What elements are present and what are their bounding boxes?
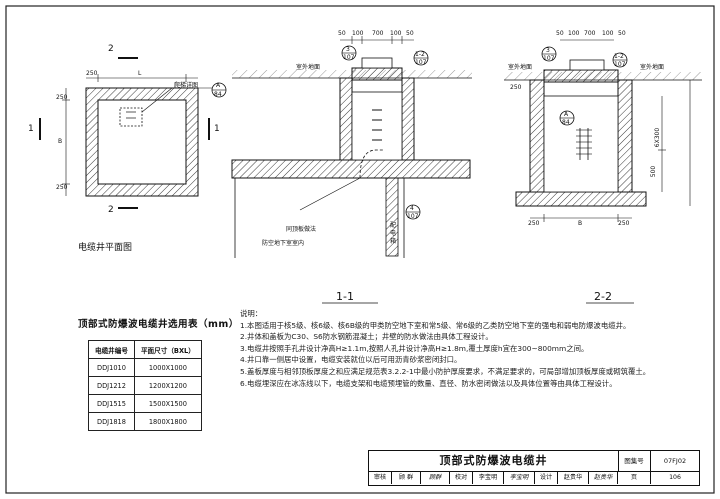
s1-dim-3: 100	[390, 30, 402, 37]
s1-dim-4: 50	[406, 30, 414, 37]
plan-detail-ref-page: 84	[214, 91, 222, 98]
notes-heading: 说明：	[240, 309, 263, 318]
table-cell: 1800X1800	[133, 412, 202, 431]
plan-dim-250-top: 250	[56, 94, 68, 101]
title-block: 顶部式防爆波电缆井 图集号 07FJ02 审核 顾 群 顾群 校对 李宝明 李宝…	[368, 450, 700, 486]
plan-detail-ref-num: A	[216, 82, 221, 89]
s2-dim-bottom-250a: 250	[528, 220, 540, 227]
plan-view	[39, 57, 227, 209]
s2-ground-right: 室外地面	[640, 64, 665, 71]
table-row: DDJ1212 1200X1200	[88, 376, 202, 395]
s2-ref3-page: 107	[543, 55, 555, 62]
design-notes: 说明： 1.本图适用于核5级、核6级、核6B级的甲类防空地下室和常5级、常6级的…	[240, 308, 705, 389]
page-number: 106	[669, 474, 681, 481]
s1-ref4-page: 107	[407, 213, 419, 220]
signature: 赵贵华	[589, 471, 618, 484]
table-cell: 1200X1200	[133, 376, 202, 395]
table-header-cell: 电缆井编号	[88, 340, 135, 359]
s1-ref3-num: 3	[346, 46, 350, 53]
s2-ref3-num: 3	[546, 47, 550, 54]
table-cell: DDJ1818	[88, 412, 135, 431]
s2-dim-vertical: 6X300	[654, 127, 662, 148]
s2-dim-4: 50	[618, 30, 626, 37]
s2-ground-left: 室外地面	[508, 64, 533, 71]
s2-dim-bottom-B: B	[578, 220, 583, 227]
s1-dim-0: 50	[338, 30, 346, 37]
selection-table-title: 顶部式防爆波电缆井选用表（mm）	[78, 319, 239, 330]
s2-dim-500: 500	[650, 165, 658, 178]
s1-ref12-page: 107	[415, 59, 427, 66]
table-cell: DDJ1010	[88, 358, 135, 377]
plan-section-mark-left: 1	[28, 124, 34, 134]
s2-dim-3: 100	[602, 30, 614, 37]
table-cell: 1500X1500	[133, 394, 202, 413]
s2-ref12-num: 1-2	[614, 53, 624, 60]
plan-dim-250-bottom: 250	[56, 184, 68, 191]
plan-dim-side: 250	[86, 70, 98, 77]
plan-section-mark-right: 1	[214, 124, 220, 134]
plan-section-mark-top: 2	[108, 44, 114, 54]
s2-dim-2: 700	[584, 30, 596, 37]
sign-role: 设计	[535, 471, 558, 484]
s1-ref12-num: 1-2	[415, 51, 425, 58]
note-item: 6.电缆埋深应在冰冻线以下，电缆支架和电缆预埋管的数量、直径、防水密闭做法以及具…	[240, 378, 617, 388]
s2-refA-num: A	[564, 111, 569, 118]
s2-ref12-page: 107	[614, 61, 626, 68]
s1-ground-label: 室外地面	[296, 64, 321, 71]
note-item: 5.盖板厚度与相邻顶板厚度之和应满足规范表3.2.2-1中最小防护厚度要求，不满…	[240, 366, 651, 376]
s1-caption: 1-1	[336, 290, 354, 303]
s2-dim-1: 100	[568, 30, 580, 37]
plan-dim-B: B	[58, 138, 63, 145]
sign-name: 顾 群	[392, 471, 421, 484]
s1-label-basement: 防空地下室室内	[262, 240, 305, 247]
table-header-row: 电缆井编号 平面尺寸（BXL）	[88, 340, 202, 359]
note-item: 2.井体和盖板为C30、S6防水钢筋混凝土；井壁的防水做法由具体工程设计。	[240, 332, 493, 342]
signature: 李宝明	[504, 471, 535, 484]
s2-refA-page: 84	[562, 119, 570, 126]
s2-dim-250: 250	[510, 84, 522, 91]
s2-caption: 2-2	[594, 290, 612, 303]
drawing-title: 顶部式防爆波电缆井	[369, 451, 619, 472]
table-cell: DDJ1212	[88, 376, 135, 395]
note-item: 1.本图适用于核5级、核6级、核6B级的甲类防空地下室和常5级、常6级的乙类防空…	[240, 320, 631, 330]
section-1-1	[231, 36, 472, 304]
note-item: 4.井口靠一侧居中设置，电缆安装就位以后可用沥青砂浆密闭封口。	[240, 355, 462, 365]
plan-ladder-note: 爬梯详图	[174, 82, 199, 89]
table-cell: DDJ1515	[88, 394, 135, 413]
plan-caption: 电缆井平面图	[78, 243, 133, 253]
page-label: 页	[618, 471, 651, 484]
selection-table: 电缆井编号 平面尺寸（BXL） DDJ1010 1000X1000 DDJ121…	[88, 340, 202, 431]
section-2-2	[504, 39, 702, 304]
s1-dim-1: 100	[352, 30, 364, 37]
table-header-cell: 平面尺寸（BXL）	[133, 340, 202, 359]
atlas-label: 图集号	[618, 451, 651, 472]
sign-name: 李宝明	[473, 471, 504, 484]
sign-role: 校对	[450, 471, 473, 484]
atlas-number: 07FJ02	[651, 451, 699, 472]
plan-dim-L: L	[138, 70, 142, 77]
s1-ref3-page: 107	[343, 54, 355, 61]
signature: 顾群	[421, 471, 450, 484]
s2-dim-bottom-250b: 250	[618, 220, 630, 227]
table-row: DDJ1515 1500X1500	[88, 394, 202, 413]
s1-label-pipe: 同顶板做法	[286, 226, 317, 233]
plan-section-mark-bottom: 2	[108, 205, 114, 215]
sign-role: 审核	[369, 471, 392, 484]
table-cell: 1000X1000	[133, 358, 202, 377]
s2-dim-0: 50	[556, 30, 564, 37]
s1-label-room: 配电箱	[390, 222, 397, 245]
note-item: 3.电缆井按照手孔井设计净高H≥1.1m,按照人孔井设计净高H≥1.8m,覆土厚…	[240, 343, 589, 353]
sign-name: 赵贵华	[558, 471, 589, 484]
table-row: DDJ1010 1000X1000	[88, 358, 202, 377]
s1-dim-2: 700	[372, 30, 384, 37]
table-row: DDJ1818 1800X1800	[88, 412, 202, 431]
s1-ref4-num: 4	[410, 205, 414, 212]
